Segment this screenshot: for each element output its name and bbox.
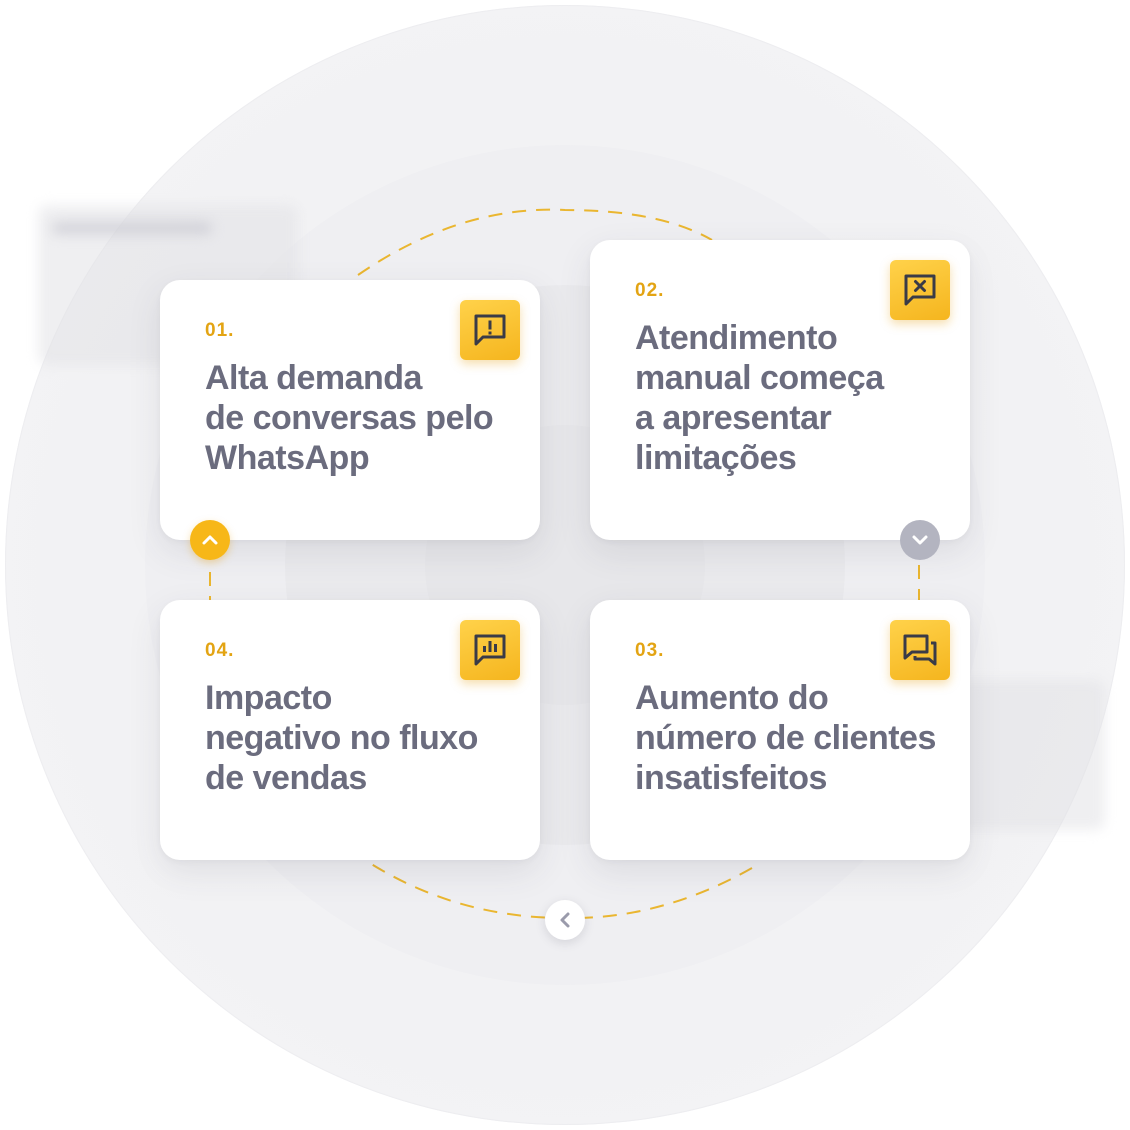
step-title: Impacto negativo no fluxo de vendas (205, 679, 478, 797)
blurred-background-line (52, 222, 212, 234)
chevron-up-button[interactable] (190, 520, 230, 560)
chevron-up-icon (202, 535, 218, 545)
bar-chart-message-icon (460, 620, 520, 680)
step-title: Aumento do número de clientes insatisfei… (635, 679, 936, 797)
chevron-down-icon (912, 535, 928, 545)
chevron-down-button[interactable] (900, 520, 940, 560)
step-number: 01. (205, 320, 235, 341)
step-card-04: 04. Impacto negativo no fluxo de vendas (160, 600, 540, 860)
step-number: 03. (635, 640, 665, 661)
chat-bubbles-icon (890, 620, 950, 680)
chevron-left-button[interactable] (545, 900, 585, 940)
step-title: Alta demanda de conversas pelo WhatsApp (205, 359, 494, 477)
x-message-icon (890, 260, 950, 320)
step-card-03: 03. Aumento do número de clientes insati… (590, 600, 970, 860)
step-card-02: 02. Atendimento manual começa a apresent… (590, 240, 970, 540)
chevron-left-icon (560, 912, 570, 928)
step-number: 02. (635, 280, 665, 301)
step-number: 04. (205, 640, 235, 661)
step-title: Atendimento manual começa a apresentar l… (635, 319, 884, 477)
alert-message-icon (460, 300, 520, 360)
step-card-01: 01. Alta demanda de conversas pelo Whats… (160, 280, 540, 540)
